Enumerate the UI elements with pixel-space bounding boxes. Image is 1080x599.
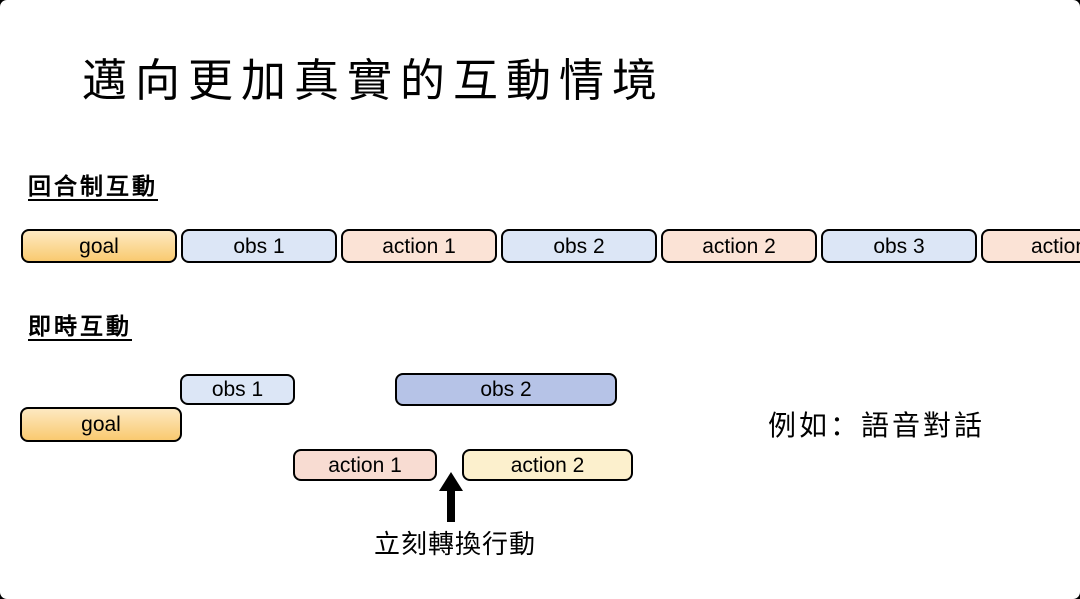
arrow-caption: 立刻轉換行動 xyxy=(373,529,536,559)
realtime-box-action-1: action 1 xyxy=(293,449,437,481)
timeline-box-obs-2: obs 2 xyxy=(501,229,657,263)
realtime-box-goal: goal xyxy=(20,407,182,442)
timeline-box-action-2: action 2 xyxy=(661,229,817,263)
timeline-box-goal: goal xyxy=(21,229,177,263)
timeline-box-obs-3: obs 3 xyxy=(821,229,977,263)
turn-based-timeline: goal obs 1 action 1 obs 2 action 2 obs 3… xyxy=(21,229,1080,263)
realtime-box-obs-2: obs 2 xyxy=(395,373,617,406)
up-arrow-head xyxy=(439,472,463,491)
realtime-section-header: 即時互動 xyxy=(28,313,132,339)
up-arrow-icon xyxy=(439,472,463,522)
realtime-box-action-2: action 2 xyxy=(462,449,633,481)
example-annotation: 例如：語音對話 xyxy=(768,410,986,441)
slide-title: 邁向更加真實的互動情境 xyxy=(82,55,666,106)
timeline-box-obs-1: obs 1 xyxy=(181,229,337,263)
up-arrow-shaft xyxy=(447,491,455,522)
realtime-box-obs-1: obs 1 xyxy=(180,374,295,405)
timeline-box-action-1: action 1 xyxy=(341,229,497,263)
turn-based-section-header: 回合制互動 xyxy=(28,173,158,199)
timeline-box-action-3-clipped: action xyxy=(981,229,1080,263)
